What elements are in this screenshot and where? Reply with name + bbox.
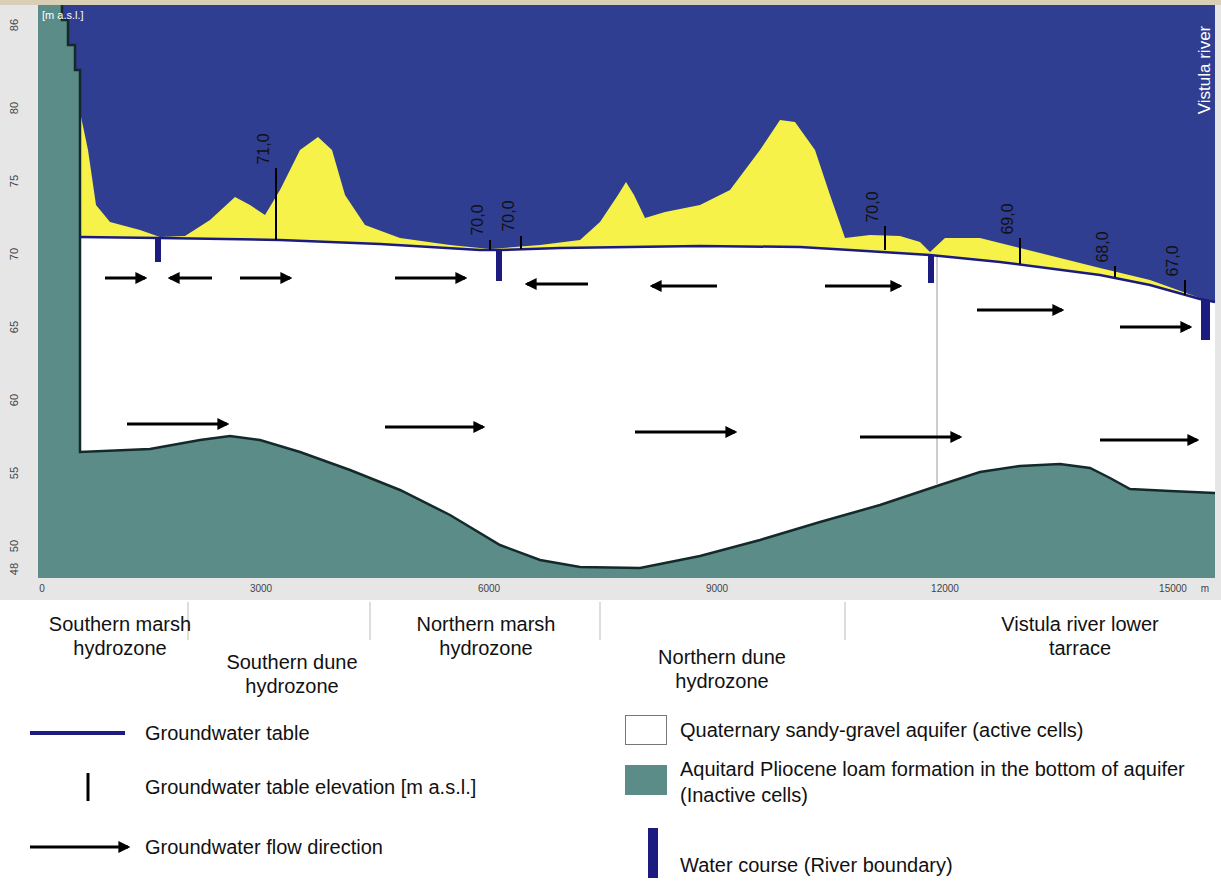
x-tick-label: 3000 [250, 583, 272, 595]
river-label: Vistula river [1195, 26, 1215, 115]
legend-arrow-sample [30, 846, 128, 849]
legend-swatch [625, 765, 667, 795]
aquitard-top [62, 5, 1215, 568]
river-boundary [155, 237, 161, 262]
y-tick-label: 65 [8, 321, 21, 333]
flow-arrow [860, 436, 960, 439]
elevation-label: 70,0 [469, 204, 487, 235]
elevation-tick [1019, 238, 1021, 264]
flow-arrow [170, 277, 212, 280]
y-tick-label: 50 [8, 540, 21, 552]
river-boundary [496, 249, 502, 281]
y-tick-label: 70 [8, 248, 21, 260]
elevation-label: 70,0 [864, 191, 882, 222]
legend-text: Groundwater flow direction [145, 834, 383, 860]
flow-arrows [105, 278, 1197, 440]
river-boundary [928, 255, 934, 283]
elevation-tick [1184, 280, 1186, 295]
legend-text: Groundwater table [145, 720, 310, 746]
x-tick-label: 12000 [931, 583, 959, 595]
legend-line-sample [30, 731, 125, 735]
y-tick-label: 60 [8, 394, 21, 406]
flow-arrow [395, 277, 465, 280]
zone-separator [370, 602, 371, 640]
flow-arrow [635, 431, 735, 434]
zone-separator [600, 602, 601, 640]
y-tick-label: 48 [8, 563, 21, 575]
x-tick-label: 15000 [1159, 583, 1187, 595]
elevation-label: 69,0 [999, 203, 1017, 234]
top-band [0, 0, 1221, 5]
zone-label: Northern dune hydrozone [622, 645, 822, 693]
legend-tick-sample [87, 773, 90, 801]
flow-arrow [240, 277, 290, 280]
y-tick-label: 55 [8, 467, 21, 479]
zone-boundary [937, 256, 938, 484]
legend-swatch [625, 715, 667, 745]
x-tick-label: 0 [39, 583, 45, 595]
zone-label: Northern marsh hydrozone [372, 612, 600, 660]
x-tick-label: m [1201, 583, 1209, 595]
y-tick-label: 86 [8, 19, 21, 31]
flow-arrow [527, 283, 588, 286]
axis-strip [0, 578, 1221, 600]
x-tick-label: 9000 [706, 583, 728, 595]
zone-label: Southern dune hydrozone [212, 650, 372, 698]
axis-strip [1215, 5, 1221, 600]
flow-arrow [1120, 326, 1190, 329]
flow-arrow [105, 277, 145, 280]
legend-text: Aquitard Pliocene loam formation in the … [680, 756, 1210, 808]
x-tick-label: 6000 [478, 583, 500, 595]
river-boundaries [155, 237, 1210, 340]
flow-arrow [825, 285, 900, 288]
legend-text: Quaternary sandy-gravel aquifer (active … [680, 717, 1084, 743]
y-tick-label: 80 [8, 102, 21, 114]
sky-ground [38, 5, 1215, 578]
elevation-label: 71,0 [255, 133, 273, 164]
aquitard [38, 5, 1215, 578]
axis-unit: [m a.s.l.] [42, 9, 84, 22]
elevation-tick [884, 226, 886, 250]
flow-arrow [977, 309, 1062, 312]
groundwater-table [80, 237, 1215, 302]
elevation-label: 68,0 [1094, 231, 1112, 262]
elevation-label: 67,0 [1164, 245, 1182, 276]
elevation-label: 70,0 [500, 200, 518, 231]
elevation-tick [520, 236, 522, 249]
legend-text: Groundwater table elevation [m a.s.l.] [145, 774, 476, 800]
zone-label: Vistula river lower tarrace [985, 612, 1175, 660]
zone-separator [845, 602, 846, 640]
river-boundary [1201, 300, 1210, 340]
zone-label: Southern marsh hydrozone [45, 612, 195, 660]
flow-arrow [127, 423, 227, 426]
flow-arrow [652, 285, 717, 288]
y-tick-label: 75 [8, 175, 21, 187]
legend-swatch [648, 828, 658, 878]
flow-arrow [385, 426, 483, 429]
elevation-tick [1114, 266, 1116, 277]
legend-text: Water course (River boundary) [680, 852, 953, 878]
axis-strip [0, 5, 38, 600]
elevation-ticks [276, 168, 1185, 295]
elevation-tick [275, 168, 277, 240]
flow-arrow [1100, 439, 1197, 442]
elevation-tick [489, 240, 491, 250]
